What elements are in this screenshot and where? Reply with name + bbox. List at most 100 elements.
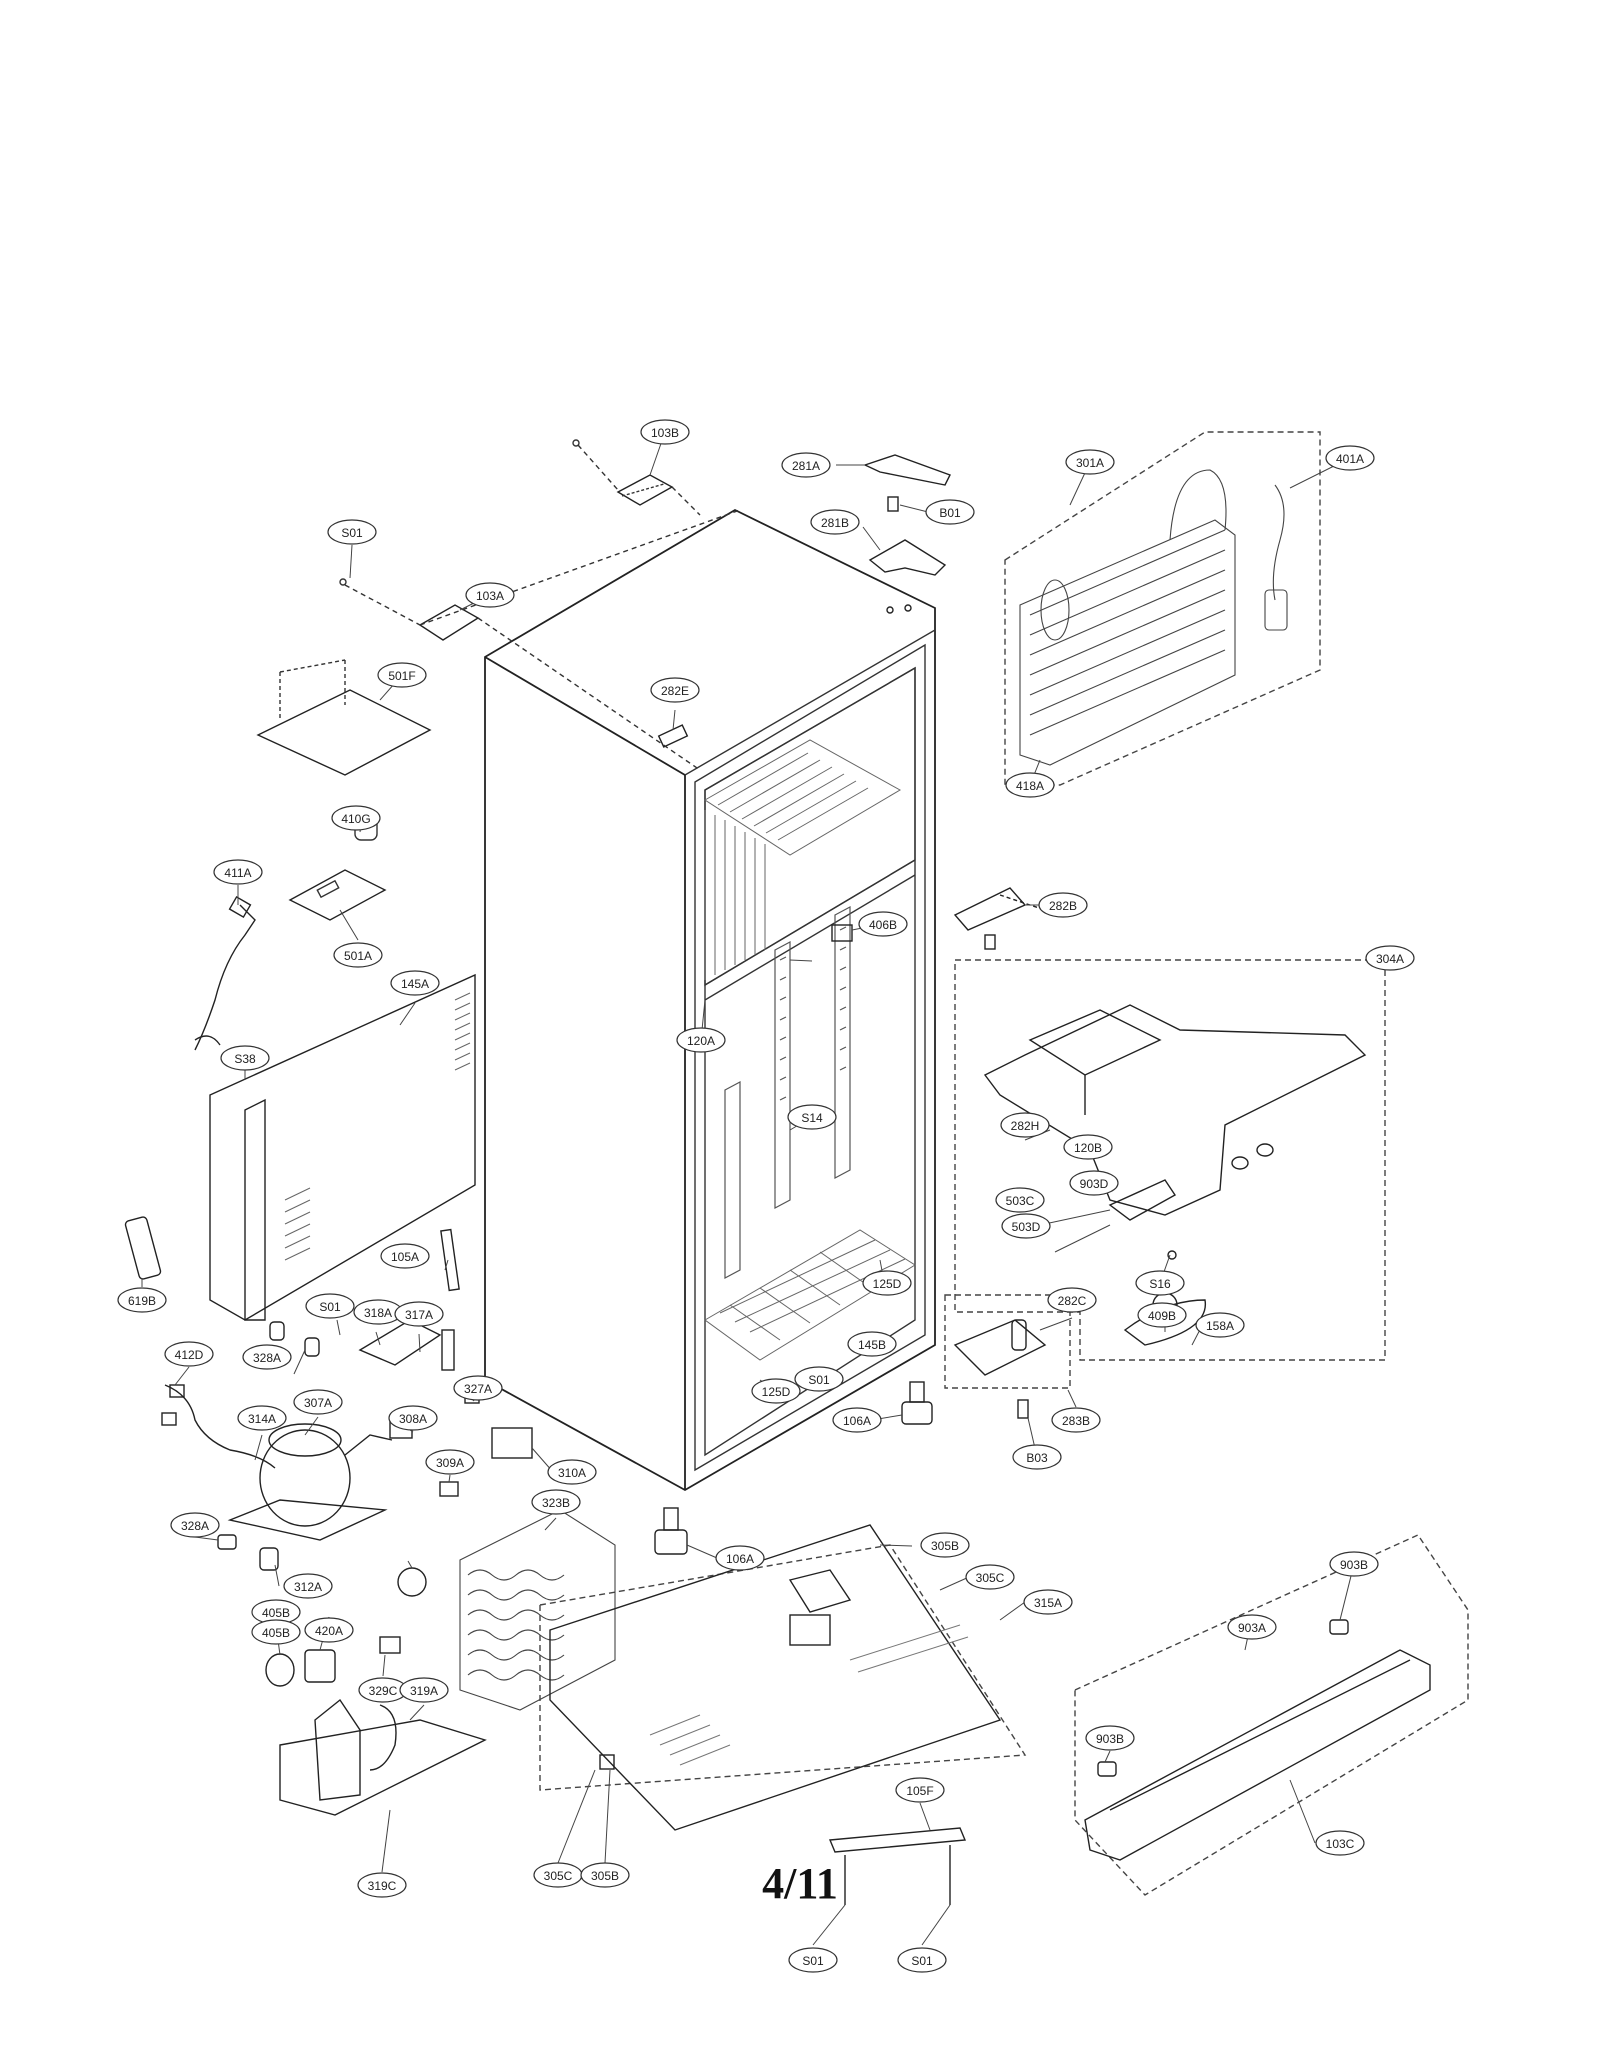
callout-label: 410G: [341, 812, 370, 826]
callout-balloon: [357, 1872, 407, 1898]
callout-balloon: [1329, 1551, 1379, 1577]
callout-label: 103C: [1326, 1837, 1355, 1851]
callout-balloon: [965, 1564, 1015, 1590]
callout-label: 125D: [762, 1385, 791, 1399]
callout-balloon: [1137, 1302, 1187, 1328]
callout-label: 106A: [843, 1414, 871, 1428]
callout-327a: 327A: [453, 1375, 503, 1401]
hinge-281A: [863, 454, 951, 614]
callout-105a: 105A: [380, 1243, 430, 1269]
callout-label: 405B: [262, 1606, 290, 1620]
callout-balloon: [394, 1301, 444, 1327]
callout-balloon: [388, 1405, 438, 1431]
callout-label: 106A: [726, 1552, 754, 1566]
compressor-307A: [227, 1423, 393, 1541]
callout-903b: 903B: [1085, 1725, 1135, 1751]
callout-balloon: [213, 859, 263, 885]
base-grille-103C: [1084, 1619, 1431, 1861]
callout-balloon: [715, 1545, 765, 1571]
callout-308a: 308A: [388, 1405, 438, 1431]
callout-balloon: [1085, 1725, 1135, 1751]
callout-balloon: [1135, 1270, 1185, 1296]
callout-label: 281B: [821, 516, 849, 530]
callout-label: 105F: [906, 1784, 933, 1798]
callout-balloon: [794, 1366, 844, 1392]
callout-balloon: [117, 1287, 167, 1313]
callout-label: 105A: [391, 1250, 419, 1264]
callout-label: 328A: [181, 1519, 209, 1533]
callout-158a: 158A: [1195, 1312, 1245, 1338]
callout-balloon: [895, 1777, 945, 1803]
callout-balloon: [283, 1573, 333, 1599]
callout-balloon: [1005, 772, 1055, 798]
callout-label: 327A: [464, 1382, 492, 1396]
callout-label: 619B: [128, 1294, 156, 1308]
callout-balloon: [858, 911, 908, 937]
callout-103b: 103B: [640, 419, 690, 445]
callout-103c: 103C: [1315, 1830, 1365, 1856]
callout-balloon: [580, 1862, 630, 1888]
leveling-feet: [654, 1381, 933, 1555]
callout-label: 282H: [1011, 1119, 1040, 1133]
top-bracket-103A: [339, 509, 741, 771]
callout-label: 903A: [1238, 1621, 1266, 1635]
callout-balloon: [640, 419, 690, 445]
callout-305c: 305C: [533, 1862, 583, 1888]
rear-cover-304A: [209, 973, 476, 1321]
callout-label: 125D: [873, 1277, 902, 1291]
callout-label: 401A: [1336, 452, 1364, 466]
callout-balloon: [242, 1344, 292, 1370]
callout-label: S14: [801, 1111, 823, 1125]
callout-balloon: [1000, 1112, 1050, 1138]
callout-406b: 406B: [858, 911, 908, 937]
callout-label: 310A: [558, 1466, 586, 1480]
callout-label: 314A: [248, 1412, 276, 1426]
control-cover-501F: [256, 659, 432, 776]
callout-balloon: [1065, 449, 1115, 475]
hinge-group-box: [944, 1294, 1071, 1389]
callout-label: 307A: [304, 1396, 332, 1410]
callout-balloon: [170, 1512, 220, 1538]
callout-balloon: [377, 662, 427, 688]
callout-305b: 305B: [580, 1862, 630, 1888]
callout-125d: 125D: [751, 1378, 801, 1404]
callout-label: 328A: [253, 1351, 281, 1365]
callout-balloon: [1069, 1170, 1119, 1196]
callout-s01: S01: [327, 519, 377, 545]
callout-105f: 105F: [895, 1777, 945, 1803]
shelf-rails: [724, 906, 851, 1279]
leader-lines: [141, 431, 1391, 1946]
callout-balloon: [925, 499, 975, 525]
callout-317a: 317A: [394, 1301, 444, 1327]
callout-label: 319C: [368, 1879, 397, 1893]
evaporator-301A: [1019, 469, 1288, 766]
callout-319a: 319A: [399, 1677, 449, 1703]
evaporator-group-box: [1004, 431, 1321, 786]
callout-label: 304A: [1376, 952, 1404, 966]
callout-balloon: [293, 1389, 343, 1415]
callout-label: 420A: [315, 1624, 343, 1638]
callout-label: 317A: [405, 1308, 433, 1322]
callout-balloon: [788, 1947, 838, 1973]
power-cord-411A: [194, 895, 256, 1051]
callout-balloon: [862, 1270, 912, 1296]
callout-balloon: [251, 1619, 301, 1645]
callout-s01: S01: [305, 1293, 355, 1319]
callout-label: S01: [911, 1954, 933, 1968]
callout-label: 282E: [661, 684, 689, 698]
callout-label: 315A: [1034, 1596, 1062, 1610]
callout-label: 305B: [931, 1539, 959, 1553]
duct-assembly-120A: [983, 1004, 1367, 1346]
callout-412d: 412D: [164, 1341, 214, 1367]
callout-label: 319A: [410, 1684, 438, 1698]
callout-309a: 309A: [425, 1449, 475, 1475]
callout-balloon: [399, 1677, 449, 1703]
callout-323b: 323B: [531, 1489, 581, 1515]
callout-label: 301A: [1076, 456, 1104, 470]
callout-balloon: [650, 677, 700, 703]
callout-label: S01: [808, 1373, 830, 1387]
callout-label: 305C: [976, 1571, 1005, 1585]
callout-282c: 282C: [1047, 1287, 1097, 1313]
callout-label: 308A: [399, 1412, 427, 1426]
